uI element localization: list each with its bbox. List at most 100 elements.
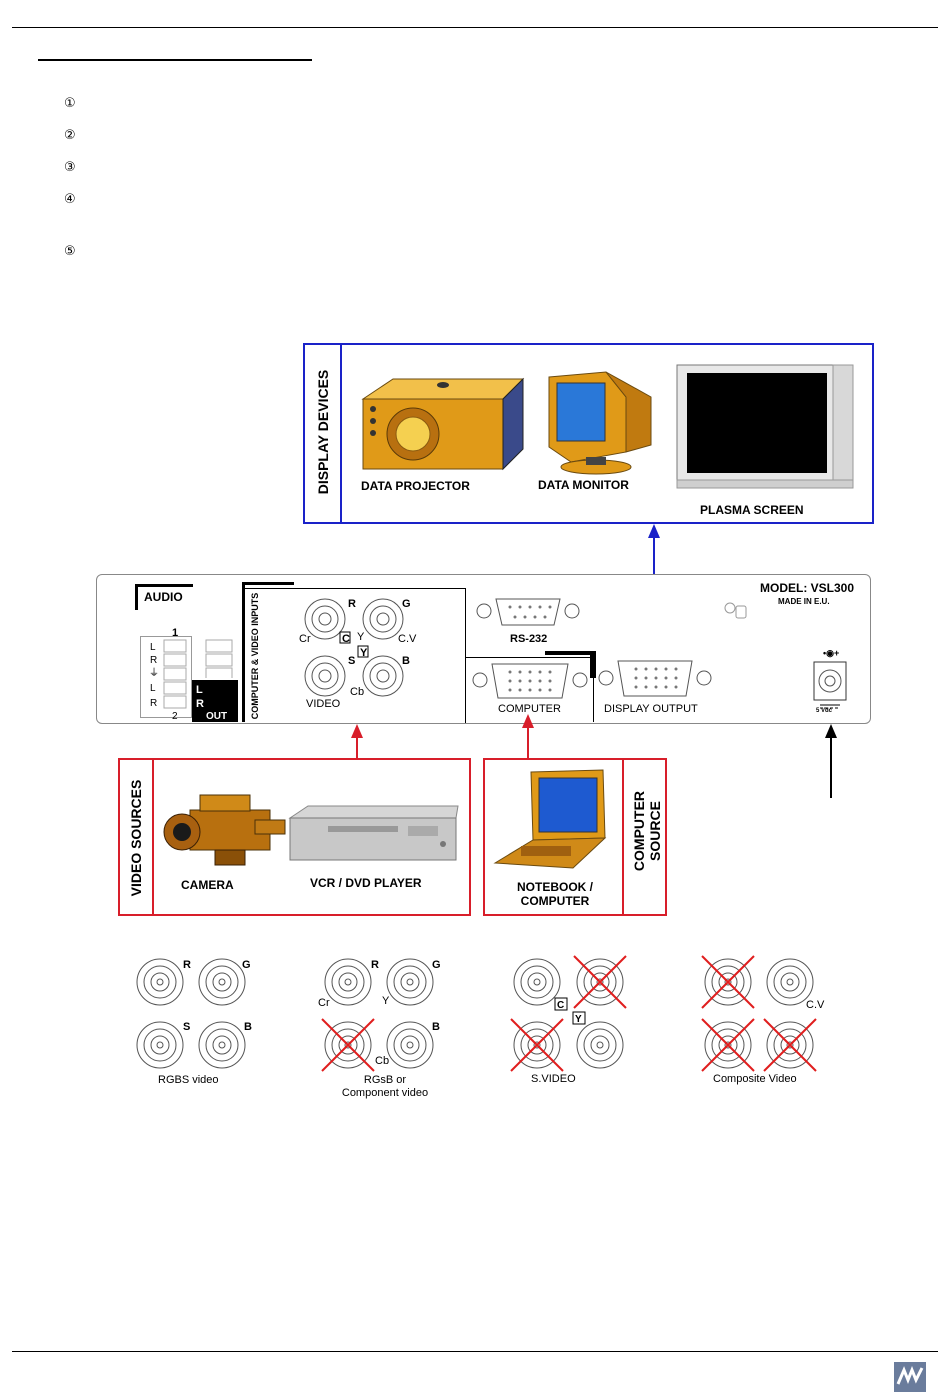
power-connector: •◉+ [813, 648, 847, 709]
inputs-corner-h [242, 582, 294, 585]
svg-text:C: C [557, 1000, 564, 1011]
audio-out-l: L [196, 684, 203, 696]
video-sources-box: VIDEO SOURCES CAMERA VCR / DVD PLAYER [118, 758, 471, 916]
step-2-marker: ② [64, 128, 76, 143]
svg-text:B: B [244, 1021, 252, 1033]
panel-bnc-connectors [304, 598, 404, 697]
inputs-title: COMPUTER & VIDEO INPUTS [250, 592, 260, 720]
data-projector-image [361, 377, 525, 471]
svg-text:R: R [150, 655, 157, 666]
audio-input-block [140, 636, 192, 718]
camera-image [163, 794, 286, 866]
bnc-s-label: S [348, 655, 356, 667]
display-devices-divider [340, 345, 342, 522]
computer-input-arrow [522, 714, 534, 760]
svg-text:L: L [150, 683, 156, 694]
svg-text:Cr: Cr [318, 997, 330, 1009]
audio-input-2-label: 2 [172, 711, 178, 722]
step-5-marker: ⑤ [64, 244, 76, 259]
inputs-frame-step [465, 657, 593, 658]
bnc-cv-label: C.V [398, 633, 417, 645]
step-4-marker: ④ [64, 192, 76, 207]
bnc-y-label: Y [357, 631, 365, 643]
lock-icon [724, 602, 747, 619]
data-monitor-image [548, 371, 652, 475]
bnc-b-label: B [402, 655, 410, 667]
rs232-connector [476, 598, 580, 626]
computer-input-connector [472, 663, 588, 699]
audio-label: AUDIO [144, 590, 183, 604]
svg-text:C.V: C.V [806, 999, 825, 1011]
company-logo [894, 1362, 926, 1392]
audio-input-terminals: L R ⏚ L R [149, 639, 187, 709]
display-devices-box: DISPLAY DEVICES DATA PROJECTOR DATA MONI… [303, 343, 874, 524]
connector-config-diagrams: R G S B R G Cr Y B Cb C Y C.V [136, 955, 825, 1072]
component-caption-line2: Component video [341, 1087, 429, 1099]
svideo-caption: S.VIDEO [531, 1073, 576, 1085]
bnc-y2-label: Y [360, 647, 368, 659]
audio-corner-v [135, 584, 138, 610]
svg-text:G: G [242, 959, 251, 971]
rs232-label: RS-232 [510, 633, 548, 645]
rgbs-caption: RGBS video [158, 1074, 219, 1086]
power-label: 5 Vdc [816, 708, 833, 714]
computer-input-label: COMPUTER [498, 703, 561, 715]
composite-config: C.V [701, 955, 825, 1072]
camera-label: CAMERA [181, 878, 234, 892]
computer-corner-mark-h [545, 651, 595, 655]
made-in-label: MADE IN E.U. [778, 597, 830, 606]
audio-out-terminals [205, 639, 233, 678]
step-3-marker: ③ [64, 160, 76, 175]
svideo-config: C Y [510, 955, 627, 1072]
video-label: VIDEO [306, 698, 341, 710]
inputs-corner-v [242, 582, 245, 722]
bnc-c-label: C [342, 633, 350, 645]
svg-text:⏚: ⏚ [149, 667, 159, 679]
svg-text:•◉+: •◉+ [823, 648, 839, 658]
svg-text:R: R [371, 959, 379, 971]
svg-text:Cb: Cb [375, 1055, 389, 1067]
audio-out-label: OUT [206, 711, 228, 722]
audio-out-block [192, 680, 238, 722]
data-projector-label: DATA PROJECTOR [361, 479, 470, 493]
video-input-arrow [351, 724, 363, 760]
notebook-image [493, 769, 607, 869]
component-caption-line1: RGsB or [363, 1074, 407, 1086]
power-arrow [825, 724, 837, 798]
vcr-dvd-label: VCR / DVD PLAYER [310, 876, 422, 890]
audio-out-r: R [196, 698, 204, 710]
component-config: R G Cr Y B Cb [318, 958, 441, 1072]
svg-text:Y: Y [575, 1014, 582, 1025]
model-label: MODEL: VSL300 [760, 581, 855, 595]
notebook-label-line1: NOTEBOOK / [516, 880, 593, 894]
header-rule [12, 27, 938, 28]
display-devices-title: DISPLAY DEVICES [315, 369, 331, 495]
inputs-frame-right [593, 657, 594, 722]
svg-text:Y: Y [382, 995, 390, 1007]
svg-text:B: B [432, 1021, 440, 1033]
computer-source-title-line1: COMPUTER [631, 790, 647, 872]
svg-text:S: S [183, 1021, 190, 1033]
svg-text:R: R [183, 959, 191, 971]
computer-source-divider [622, 760, 624, 914]
section-underline [38, 59, 312, 61]
plasma-screen-label: PLASMA SCREEN [700, 503, 804, 517]
computer-corner-mark [590, 651, 596, 678]
data-monitor-label: DATA MONITOR [538, 478, 629, 492]
inputs-frame [245, 588, 466, 723]
bnc-cb-label: Cb [350, 686, 365, 698]
notebook-label-line2: COMPUTER [520, 894, 590, 908]
bnc-cr-label: Cr [299, 633, 311, 645]
svg-text:G: G [432, 959, 441, 971]
video-sources-title: VIDEO SOURCES [128, 779, 144, 897]
video-sources-divider [152, 760, 154, 914]
step-1-marker: ① [64, 96, 76, 111]
display-output-connector [598, 660, 712, 697]
computer-source-box: NOTEBOOK / COMPUTER COMPUTER SOURCE [483, 758, 667, 916]
audio-corner-h [135, 584, 193, 587]
rgbs-config: R G S B [136, 958, 252, 1069]
bnc-g-label: G [402, 598, 411, 610]
composite-caption: Composite Video [713, 1073, 797, 1085]
computer-source-title: COMPUTER SOURCE [631, 776, 663, 886]
computer-source-title-line2: SOURCE [647, 801, 663, 861]
